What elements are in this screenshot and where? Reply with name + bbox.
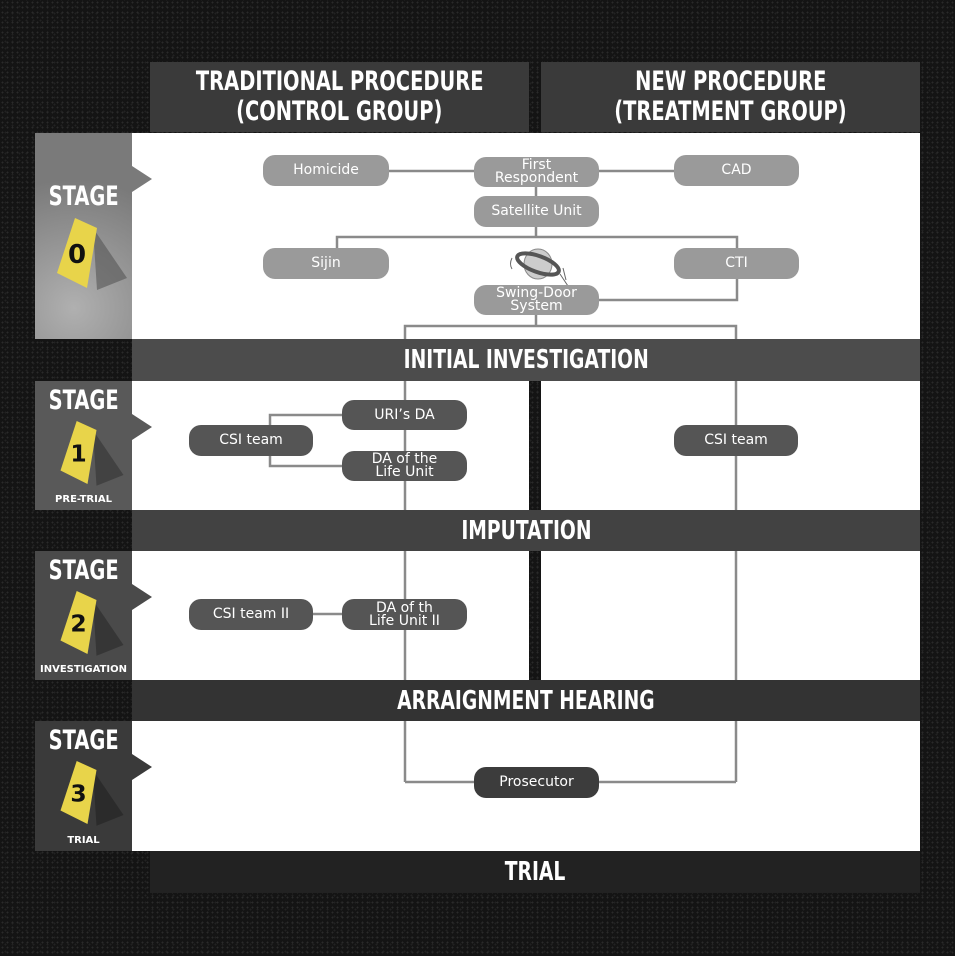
stage-pointer bbox=[132, 414, 152, 440]
node-label: First bbox=[521, 157, 552, 173]
band-label: ARRAIGNMENT HEARING bbox=[397, 685, 655, 716]
node-label: CTI bbox=[725, 255, 748, 271]
band-arraignment-hearing: ARRAIGNMENT HEARING bbox=[132, 680, 920, 721]
band-imputation: IMPUTATION bbox=[132, 510, 920, 551]
stage-label: STAGE bbox=[48, 725, 119, 756]
node-label: CSI team II bbox=[212, 606, 290, 622]
node-label: Respondent bbox=[494, 170, 579, 186]
header-line: NEW PROCEDURE bbox=[634, 66, 827, 97]
stage-pointer bbox=[132, 166, 152, 192]
node-cti: CTI bbox=[674, 248, 799, 279]
stage-number: 0 bbox=[68, 240, 86, 270]
node-label: URI’s DA bbox=[374, 406, 435, 423]
node-uris-da: URI’s DA bbox=[342, 400, 467, 430]
band-initial-investigation: INITIAL INVESTIGATION bbox=[132, 339, 920, 381]
header-new-procedure: NEW PROCEDURE(TREATMENT GROUP) bbox=[541, 62, 920, 132]
stage-pointer bbox=[132, 754, 152, 780]
node-label: Life Unit II bbox=[369, 612, 440, 629]
header-line: TRADITIONAL PROCEDURE bbox=[195, 66, 484, 97]
evidence-marker-icon: 2 bbox=[60, 591, 124, 656]
node-label: CSI team bbox=[219, 432, 283, 448]
stage-number: 3 bbox=[70, 780, 86, 808]
node-label: System bbox=[510, 298, 563, 314]
stage-label: STAGE bbox=[48, 385, 119, 416]
node-homicide: Homicide bbox=[263, 155, 389, 186]
stage-subtitle: TRIAL bbox=[67, 835, 100, 846]
stage-2-marker: STAGE 2 INVESTIGATION bbox=[35, 551, 152, 680]
node-label: Swing-Door bbox=[496, 285, 577, 301]
band-trial: TRIAL bbox=[150, 851, 920, 893]
stage-label: STAGE bbox=[48, 555, 119, 586]
node-satellite-unit: Satellite Unit bbox=[474, 196, 599, 227]
band-label: IMPUTATION bbox=[460, 515, 592, 546]
stage-subtitle: INVESTIGATION bbox=[40, 664, 127, 675]
evidence-marker-icon: 0 bbox=[57, 218, 127, 290]
stage-number: 2 bbox=[70, 610, 86, 638]
node-csi-team-ii: CSI team II bbox=[189, 599, 313, 630]
node-label: Sijin bbox=[311, 255, 341, 271]
stage-number: 1 bbox=[70, 440, 86, 468]
node-label: DA of the bbox=[371, 451, 438, 467]
node-label: Satellite Unit bbox=[491, 203, 582, 219]
header-line: (TREATMENT GROUP) bbox=[614, 96, 847, 127]
node-csi-team-traditional: CSI team bbox=[189, 425, 313, 456]
node-label: Life Unit bbox=[375, 464, 434, 480]
stage-3-marker: STAGE 3 TRIAL bbox=[35, 721, 152, 851]
stage-subtitle: PRE-TRIAL bbox=[55, 494, 112, 505]
ankle-monitor-icon bbox=[510, 248, 569, 286]
node-label: Prosecutor bbox=[499, 774, 574, 790]
stage-2-panel-right bbox=[541, 551, 920, 680]
stage-0-marker: STAGE 0 bbox=[35, 133, 152, 339]
node-label: DA of th bbox=[376, 599, 433, 616]
header-line: (CONTROL GROUP) bbox=[236, 96, 443, 127]
stage-pointer bbox=[132, 584, 152, 610]
node-csi-team-new: CSI team bbox=[674, 425, 798, 456]
node-label: Homicide bbox=[293, 162, 359, 178]
evidence-marker-icon: 1 bbox=[60, 421, 124, 486]
band-label: INITIAL INVESTIGATION bbox=[403, 345, 649, 375]
node-cad: CAD bbox=[674, 155, 799, 186]
evidence-marker-icon: 3 bbox=[60, 761, 124, 826]
node-label: CSI team bbox=[704, 432, 768, 448]
stage-label: STAGE bbox=[48, 181, 119, 212]
node-prosecutor: Prosecutor bbox=[474, 767, 599, 798]
node-sijin: Sijin bbox=[263, 248, 389, 279]
band-label: TRIAL bbox=[504, 857, 566, 887]
header-traditional-procedure: TRADITIONAL PROCEDURE(CONTROL GROUP) bbox=[150, 62, 529, 132]
stage-1-marker: STAGE 1 PRE-TRIAL bbox=[35, 381, 152, 510]
node-label: CAD bbox=[721, 162, 752, 178]
